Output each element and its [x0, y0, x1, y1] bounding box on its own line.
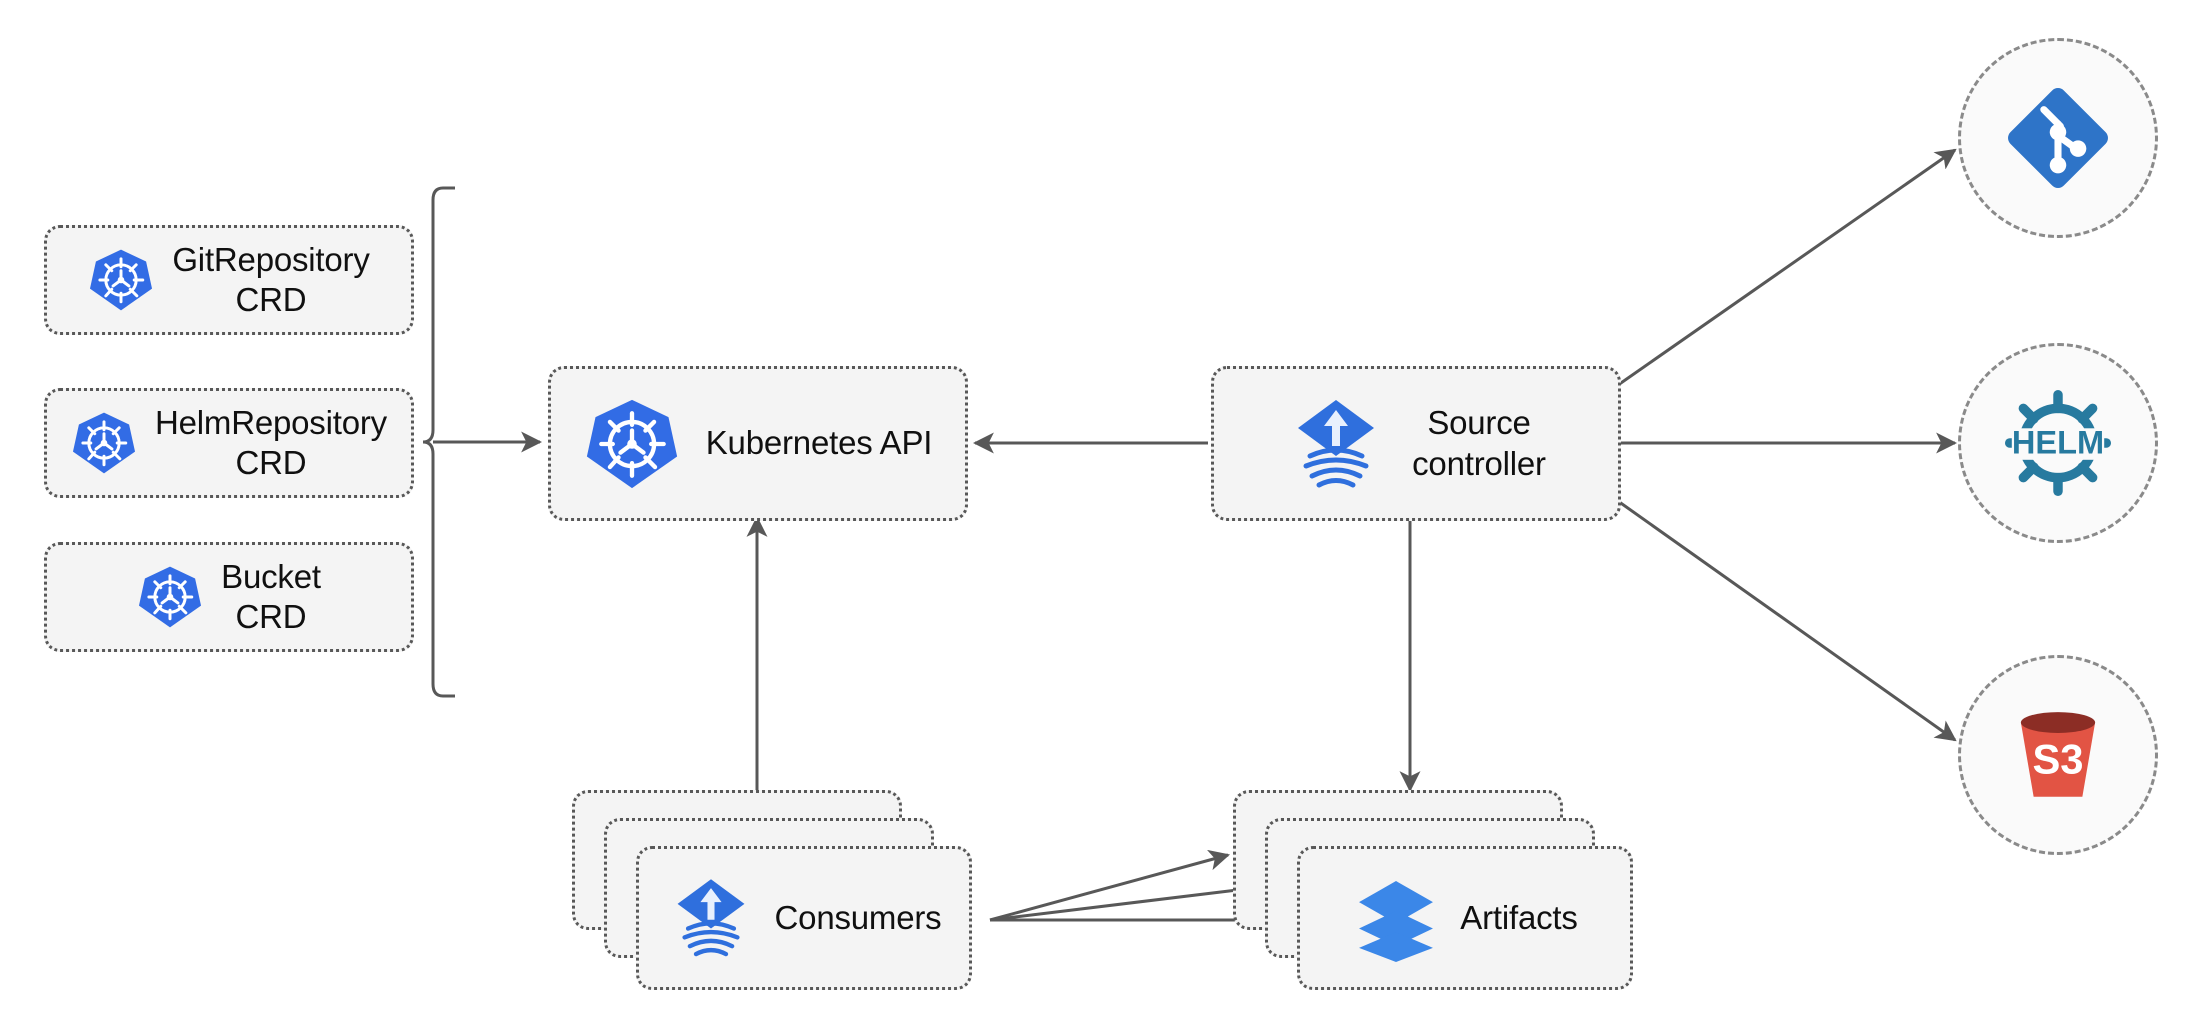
flux-icon: [667, 874, 755, 962]
s3-bucket-icon: S3: [2000, 697, 2116, 813]
edge-source-controller-to-git: [1607, 148, 1957, 394]
crd-label: GitRepository CRD: [172, 240, 370, 318]
node-label: Source controller: [1412, 404, 1546, 482]
stack-layer-front[interactable]: Artifacts: [1297, 846, 1633, 990]
node-consumers[interactable]: Consumers: [572, 790, 972, 990]
node-label: Consumers: [774, 898, 942, 936]
kubernetes-icon: [584, 396, 680, 492]
layers-icon: [1352, 874, 1440, 962]
edge-source-controller-to-s3: [1607, 492, 1957, 742]
edge-consumers-to-artifacts-middle: [989, 878, 1265, 922]
crd-card-bucket[interactable]: Bucket CRD: [44, 542, 414, 652]
edge-consumers-to-artifacts-back: [989, 849, 1231, 922]
kubernetes-icon: [88, 247, 154, 313]
kubernetes-icon: [71, 410, 137, 476]
node-source-controller[interactable]: Source controller: [1211, 366, 1621, 521]
target-s3[interactable]: S3: [1958, 655, 2158, 855]
target-git[interactable]: [1958, 38, 2158, 238]
helm-icon: HELM: [1995, 380, 2121, 506]
flux-icon: [1286, 394, 1386, 494]
node-artifacts[interactable]: Artifacts: [1233, 790, 1633, 990]
crd-card-gitrepository[interactable]: GitRepository CRD: [44, 225, 414, 335]
stack-layer-front[interactable]: Consumers: [636, 846, 972, 990]
crd-label: HelmRepository CRD: [155, 403, 387, 481]
target-helm[interactable]: HELM: [1958, 343, 2158, 543]
node-label: Kubernetes API: [705, 424, 933, 462]
git-icon: [1999, 79, 2117, 197]
node-label: Artifacts: [1460, 898, 1578, 936]
kubernetes-icon: [137, 564, 203, 630]
s3-label: S3: [2032, 736, 2083, 783]
helm-label: HELM: [2012, 425, 2104, 461]
crd-label: Bucket CRD: [221, 557, 321, 635]
crd-card-helmrepository[interactable]: HelmRepository CRD: [44, 388, 414, 498]
node-kubernetes-api[interactable]: Kubernetes API: [548, 366, 968, 521]
edge-crd-bracket: [422, 186, 455, 698]
